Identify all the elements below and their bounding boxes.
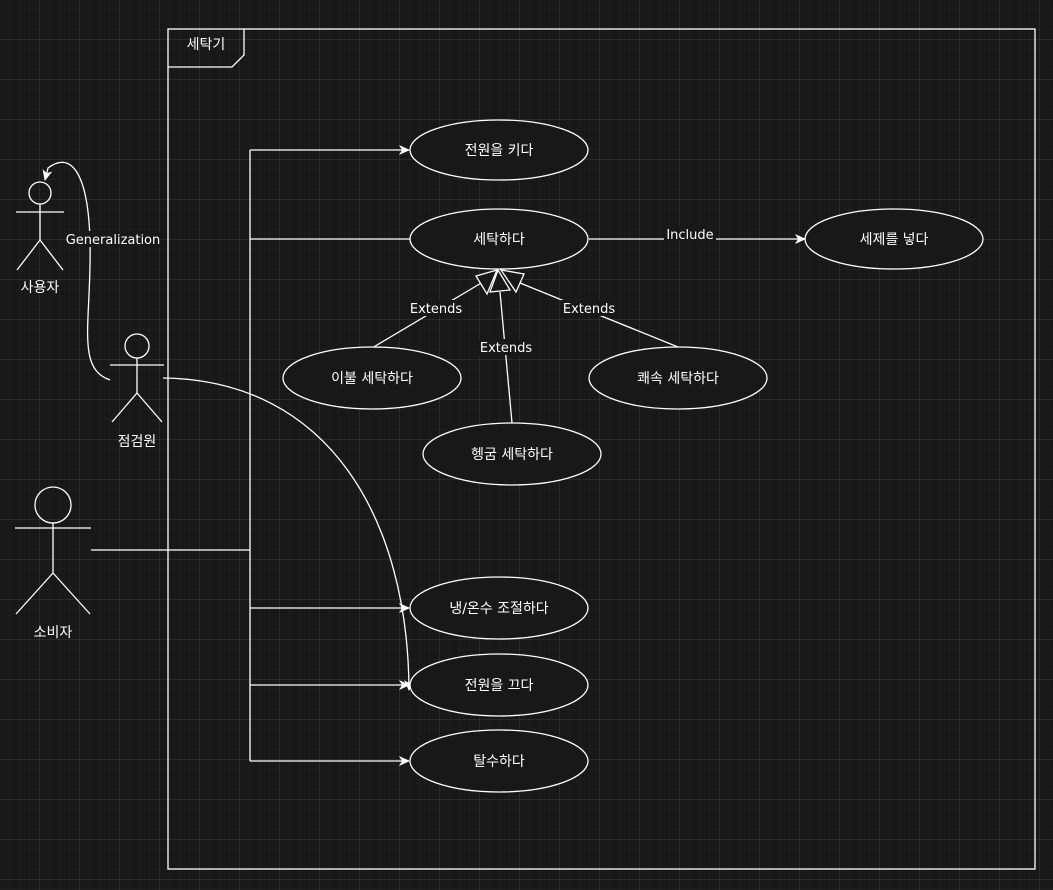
use-case-add-detergent-label: 세제를 넣다	[860, 232, 929, 248]
extends-blanket-label: Extends	[410, 302, 462, 317]
use-case-rinse-wash[interactable]: 헹굼 세탁하다	[422, 422, 602, 486]
actor-consumer[interactable]: 소비자	[15, 486, 91, 641]
use-case-spin-dry-label: 탈수하다	[473, 754, 525, 770]
use-case-temp-control[interactable]: 냉/온수 조절하다	[409, 576, 589, 640]
system-title: 세탁기	[187, 37, 226, 53]
extends-quick-connector[interactable]: Extends	[499, 269, 679, 348]
inspector-power-off-connector[interactable]	[162, 377, 414, 691]
consumer-connectors[interactable]	[91, 145, 411, 766]
use-case-temp-control-label: 냉/온수 조절하다	[449, 601, 548, 617]
use-case-power-on-label: 전원을 키다	[465, 143, 534, 159]
extends-quick-label: Extends	[563, 302, 615, 317]
use-case-power-off-label: 전원을 끄다	[465, 678, 534, 694]
extends-rinse-label: Extends	[480, 341, 532, 356]
use-case-power-on[interactable]: 전원을 키다	[409, 119, 589, 181]
include-label-bg	[664, 226, 716, 241]
use-case-wash[interactable]: 세탁하다	[409, 208, 589, 270]
extends-blanket-connector[interactable]: Extends	[371, 269, 499, 349]
use-case-quick-wash-label: 쾌속 세탁하다	[637, 371, 719, 387]
extends-rinse-label-bg	[478, 339, 534, 355]
actor-inspector-label: 점검원	[118, 434, 157, 450]
system-boundary[interactable]: 세탁기	[167, 28, 1036, 870]
use-case-wash-label: 세탁하다	[473, 232, 525, 248]
use-case-rinse-wash-label: 헹굼 세탁하다	[471, 447, 553, 463]
actor-consumer-label: 소비자	[34, 625, 73, 641]
use-case-blanket-wash[interactable]: 이불 세탁하다	[282, 346, 462, 410]
use-case-add-detergent[interactable]: 세제를 넣다	[804, 208, 984, 270]
actor-user[interactable]: 사용자	[16, 181, 64, 296]
actor-inspector[interactable]: 점검원	[110, 333, 164, 450]
use-case-power-off[interactable]: 전원을 끄다	[409, 653, 589, 717]
system-title-tab	[168, 29, 245, 68]
generalization-connector[interactable]: Generalization	[42, 161, 161, 381]
actor-user-label: 사용자	[21, 280, 60, 296]
extends-rinse-connector[interactable]: Extends	[478, 268, 534, 424]
include-connector[interactable]: Include	[589, 226, 806, 244]
use-case-quick-wash[interactable]: 쾌속 세탁하다	[588, 346, 768, 410]
use-case-spin-dry[interactable]: 탈수하다	[409, 729, 589, 793]
include-label: Include	[666, 228, 713, 243]
extends-blanket-label-bg	[408, 300, 464, 316]
extends-quick-label-bg	[561, 300, 617, 316]
generalization-label-bg	[66, 231, 160, 247]
generalization-label: Generalization	[66, 233, 161, 248]
use-case-blanket-wash-label: 이불 세탁하다	[331, 371, 413, 387]
